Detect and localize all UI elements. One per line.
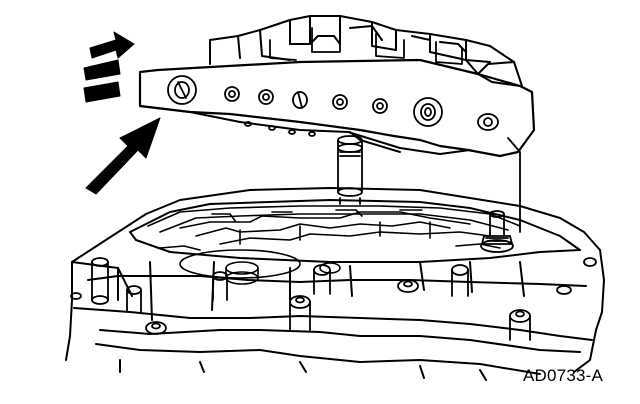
valve-body-ports — [167, 75, 499, 137]
arrow-icon — [89, 31, 135, 59]
connector-line — [507, 137, 521, 233]
transmission-case — [65, 187, 605, 381]
separator-plate-channels — [147, 205, 521, 285]
arrow-icon — [83, 59, 121, 81]
arrow-icon — [85, 117, 161, 195]
valve-body — [138, 15, 536, 233]
figure-reference-code: AD0733-A — [523, 366, 604, 385]
arrow-icon — [83, 81, 121, 103]
valve-body-stud — [337, 135, 363, 205]
case-stud — [480, 210, 514, 253]
callout-arrows — [83, 31, 161, 195]
